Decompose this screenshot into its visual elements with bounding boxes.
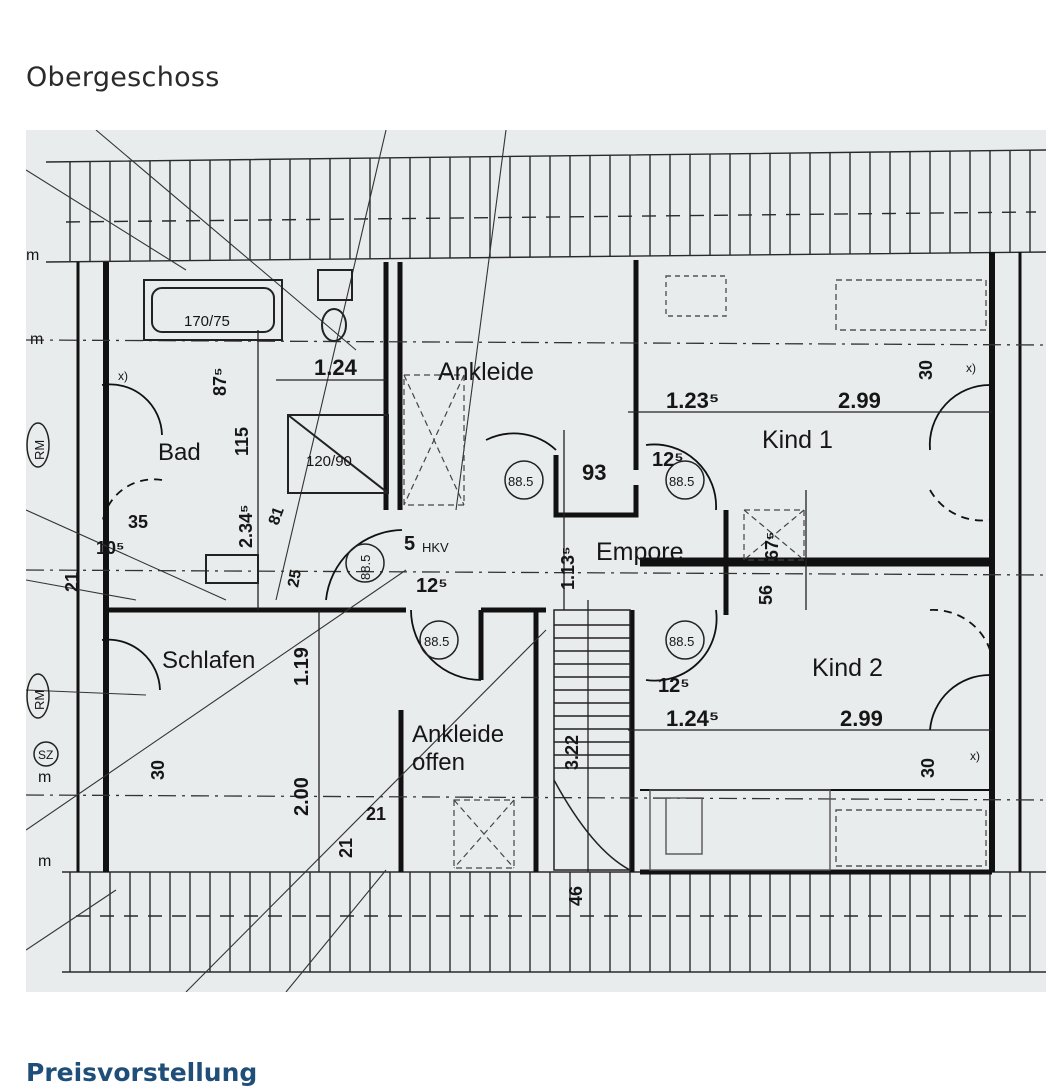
- dim-675: 67⁵: [762, 532, 782, 560]
- edge-m-1: m: [26, 247, 39, 264]
- dim-30-b: 30: [918, 758, 938, 778]
- room-label-empore: Empore: [596, 538, 684, 566]
- dim-kind2-a: 1.24⁵: [666, 706, 719, 731]
- dim-1135: 1.13⁵: [558, 547, 578, 591]
- dim-35: 35: [128, 512, 148, 532]
- dim-81: 81: [266, 505, 288, 528]
- shower-tray: [287, 414, 389, 494]
- note-x-1: x): [118, 369, 128, 383]
- dim-21-a: 21: [62, 572, 82, 592]
- room-label-ankleide: Ankleide: [438, 358, 534, 386]
- bathtub: [143, 279, 283, 341]
- staircase: [553, 609, 631, 871]
- interior-walls: [106, 260, 992, 875]
- marker-circles: [26, 422, 59, 767]
- dim-30-a: 30: [916, 360, 936, 380]
- note-x-3: x): [970, 749, 980, 763]
- floor-plan: Bad Ankleide Kind 1 Kind 2 Empore Schlaf…: [26, 130, 1046, 992]
- dim-5: 5: [404, 533, 415, 555]
- dim-21-c: 21: [336, 838, 356, 858]
- dim-125-c: 12⁵: [658, 675, 690, 697]
- roof-tiles-top: [45, 149, 1046, 263]
- page-title: Obergeschoss: [26, 62, 220, 93]
- dim-21-b: 21: [366, 804, 386, 824]
- door-mark-2: 88.5: [669, 474, 694, 489]
- dim-125-b: 12⁵: [416, 575, 448, 597]
- dim-2345: 2.34⁵: [236, 505, 256, 549]
- bathtub-size-label: 170/75: [184, 313, 230, 330]
- wardrobe-boxes: [403, 374, 805, 869]
- floor-plan-image: Bad Ankleide Kind 1 Kind 2 Empore Schlaf…: [26, 130, 1046, 992]
- dim-115: 115: [232, 427, 252, 456]
- door-swings: [101, 383, 991, 731]
- dim-56: 56: [756, 585, 776, 605]
- dim-875: 87⁵: [210, 368, 230, 396]
- door-mark-5: 88.5: [669, 634, 694, 649]
- dim-kind2-b: 2.99: [840, 706, 883, 731]
- marker-rm-2: RM: [32, 690, 47, 710]
- dim-105: 10⁵: [96, 538, 124, 558]
- dim-125-a: 12⁵: [652, 449, 684, 471]
- room-label-ankleide-offen-2: offen: [412, 749, 465, 776]
- dim-25: 25: [285, 568, 305, 589]
- room-label-kind1: Kind 1: [762, 426, 833, 454]
- dimension-lines: [257, 330, 992, 872]
- dim-119: 1.19: [291, 647, 313, 686]
- marker-rm-1: RM: [32, 440, 47, 460]
- edge-m-4: m: [38, 853, 51, 870]
- dim-kind1-a: 1.23⁵: [666, 388, 719, 413]
- room-label-ankleide-offen-1: Ankleide: [412, 721, 504, 748]
- door-marker-circles: [345, 460, 705, 660]
- dim-kind1-b: 2.99: [838, 388, 881, 413]
- beds: [649, 275, 987, 871]
- dim-30-c: 30: [148, 760, 168, 780]
- edge-m-2: m: [30, 331, 43, 348]
- door-mark-4: 88.5: [424, 634, 449, 649]
- dim-322: 3.22: [562, 735, 582, 770]
- door-mark-1: 88.5: [508, 474, 533, 489]
- marker-sz: SZ: [38, 748, 53, 762]
- roof-tiles-bottom: [62, 871, 1046, 973]
- room-label-bad: Bad: [158, 439, 201, 466]
- shower-size-label: 120/90: [306, 453, 352, 470]
- section-heading-preisvorstellung: Preisvorstellung: [26, 1058, 258, 1087]
- toilet: [317, 269, 353, 342]
- edge-m-3: m: [38, 769, 51, 786]
- note-x-2: x): [966, 361, 976, 375]
- dim-93: 93: [582, 460, 606, 485]
- door-mark-3: 88.5: [358, 555, 373, 580]
- dim-46: 46: [566, 886, 586, 906]
- room-label-kind2: Kind 2: [812, 654, 883, 682]
- dim-bad-width: 1.24: [314, 355, 358, 380]
- room-label-schlafen: Schlafen: [162, 647, 255, 674]
- hkv-label: HKV: [422, 540, 449, 555]
- dim-200: 2.00: [291, 777, 313, 816]
